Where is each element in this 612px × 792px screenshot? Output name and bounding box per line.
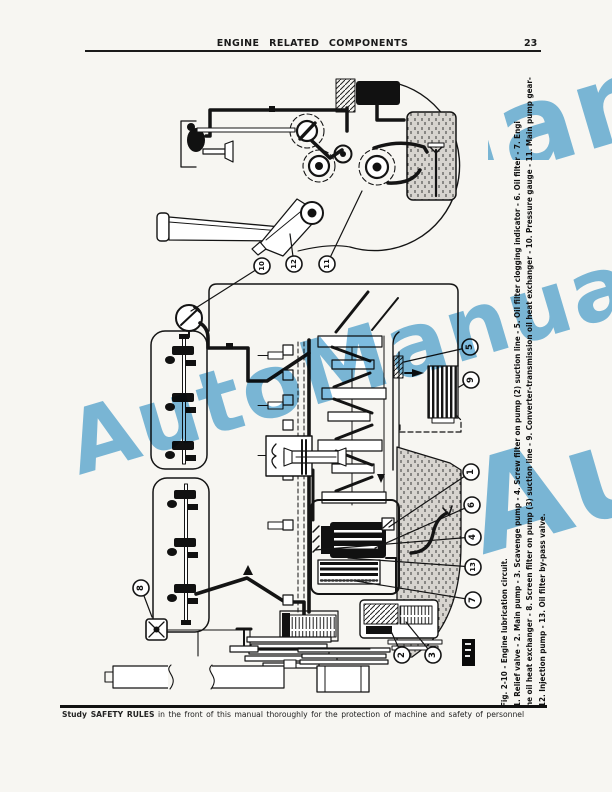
balloon-4: 4 — [314, 528, 482, 551]
footer-rule — [60, 705, 547, 708]
balloon-12: 12 — [285, 233, 303, 273]
oil-reservoir — [406, 111, 457, 201]
caption-line: 12. Injection pump - 13. Oil filter by-p… — [536, 513, 547, 707]
balloon-5: 5 — [403, 338, 479, 363]
svg-text:6: 6 — [467, 502, 477, 508]
svg-text:7: 7 — [468, 597, 478, 603]
engine-side-view — [156, 78, 461, 257]
pulleys-and-base — [104, 627, 391, 693]
safety-note-bold: Study SAFETY RULES — [62, 710, 155, 719]
balloon-2: 2 — [389, 628, 411, 664]
svg-text:1: 1 — [466, 469, 476, 475]
flow-arrow-right — [412, 369, 424, 377]
flow-arrow-up — [243, 565, 253, 575]
svg-text:13: 13 — [469, 562, 477, 572]
figure-stamp — [462, 639, 475, 666]
svg-text:11: 11 — [323, 259, 331, 269]
svg-text:8: 8 — [136, 585, 146, 591]
rocker-assemblies — [150, 330, 210, 633]
valve-assembly — [180, 120, 296, 168]
svg-text:12: 12 — [290, 259, 298, 269]
oil-pumps — [279, 599, 443, 651]
flow-arrow-down — [377, 474, 385, 483]
page-title: ENGINE RELATED COMPONENTS — [216, 38, 409, 49]
main-bearing-box — [265, 435, 347, 477]
svg-text:2: 2 — [397, 652, 407, 658]
svg-text:10: 10 — [258, 261, 266, 271]
clogging-indicator — [393, 355, 404, 379]
balloon-8: 8 — [132, 579, 153, 618]
gear-train — [289, 113, 396, 186]
crankshaft — [317, 335, 387, 506]
svg-text:3: 3 — [428, 652, 438, 658]
header-rule — [85, 50, 541, 53]
callout-balloons: 10 12 11 5 9 1 6 4 13 7 2 3 8 — [132, 190, 482, 664]
caption-line: Fig. 2-10 - Engine lubrication circuit. — [499, 558, 509, 707]
svg-text:9: 9 — [466, 377, 476, 383]
engine-cross-section — [104, 283, 475, 693]
oil-filter-assembly — [310, 468, 400, 595]
transmission-heat-exchanger — [427, 365, 459, 424]
caption-line: ne oil heat exchanger - 8. Screen filter… — [524, 77, 535, 707]
balloon-3: 3 — [405, 621, 442, 664]
caption-line: 1. Relief valve - 2. Main pump - 3. Scav… — [511, 121, 522, 707]
balloon-1: 1 — [388, 463, 480, 528]
svg-text:4: 4 — [468, 534, 478, 540]
svg-text:5: 5 — [465, 344, 475, 350]
page-number: 23 — [524, 38, 538, 49]
air-cleaner — [356, 81, 400, 105]
camshaft-lifters — [257, 341, 305, 629]
injection-pump — [156, 198, 324, 257]
safety-note-rest: in the front of this manual thoroughly f… — [158, 710, 525, 719]
figure-caption: Fig. 2-10 - Engine lubrication circuit. … — [498, 57, 548, 707]
balloon-6: 6 — [374, 496, 481, 549]
balloon-11: 11 — [318, 190, 363, 273]
balloon-7: 7 — [355, 580, 482, 609]
balloon-10: 10 — [190, 257, 271, 312]
balloon-9: 9 — [458, 371, 480, 389]
balloon-13: 13 — [347, 557, 482, 576]
safety-note: Study SAFETY RULES in the front of this … — [62, 710, 537, 719]
